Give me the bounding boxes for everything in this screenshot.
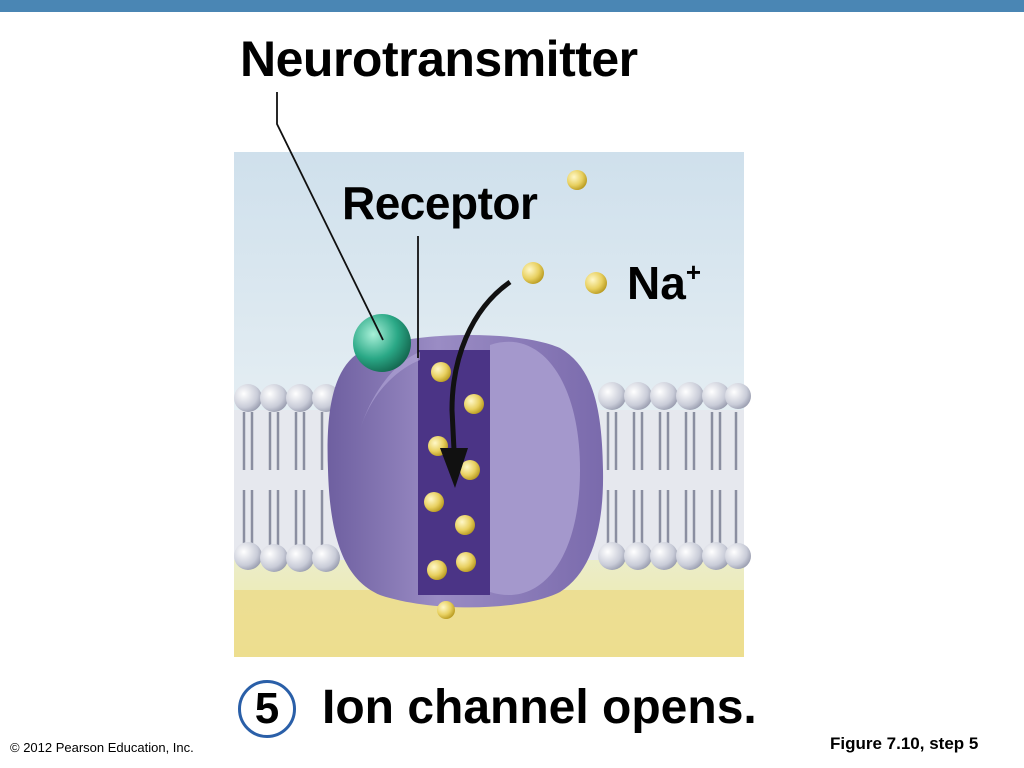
neurotransmitter-molecule	[353, 314, 411, 372]
ion-symbol: Na	[627, 257, 686, 309]
copyright-notice: © 2012 Pearson Education, Inc.	[10, 740, 194, 755]
neurotransmitter-leader-line	[276, 92, 384, 341]
lipid-heads-top	[234, 382, 751, 412]
sodium-ion	[464, 394, 484, 414]
lipid-tails	[242, 412, 738, 545]
sodium-ion	[437, 601, 455, 619]
ion-charge: +	[685, 257, 701, 287]
sodium-ion	[522, 262, 544, 284]
sodium-ion	[431, 362, 451, 382]
sodium-ion	[567, 170, 587, 190]
sodium-ion	[424, 492, 444, 512]
arrow-head	[440, 448, 468, 488]
sodium-ions	[424, 170, 607, 619]
sodium-ion	[460, 460, 480, 480]
receptor-label: Receptor	[342, 177, 538, 229]
step-caption: Ion channel opens.	[322, 681, 757, 734]
step-number-badge: 5	[238, 680, 296, 738]
sodium-ion	[455, 515, 475, 535]
sodium-ion	[456, 552, 476, 572]
figure-reference: Figure 7.10, step 5	[830, 734, 979, 753]
lipid-heads-bottom	[234, 542, 751, 572]
sodium-ion	[427, 560, 447, 580]
sodium-ion-label: Na+	[627, 256, 701, 310]
sodium-ion	[585, 272, 607, 294]
ion-flow-arrow	[440, 279, 512, 488]
step-number: 5	[254, 684, 280, 733]
top-accent-bar	[0, 0, 1024, 12]
channel-subunit-right	[490, 341, 580, 596]
neurotransmitter-label: Neurotransmitter	[240, 31, 638, 87]
